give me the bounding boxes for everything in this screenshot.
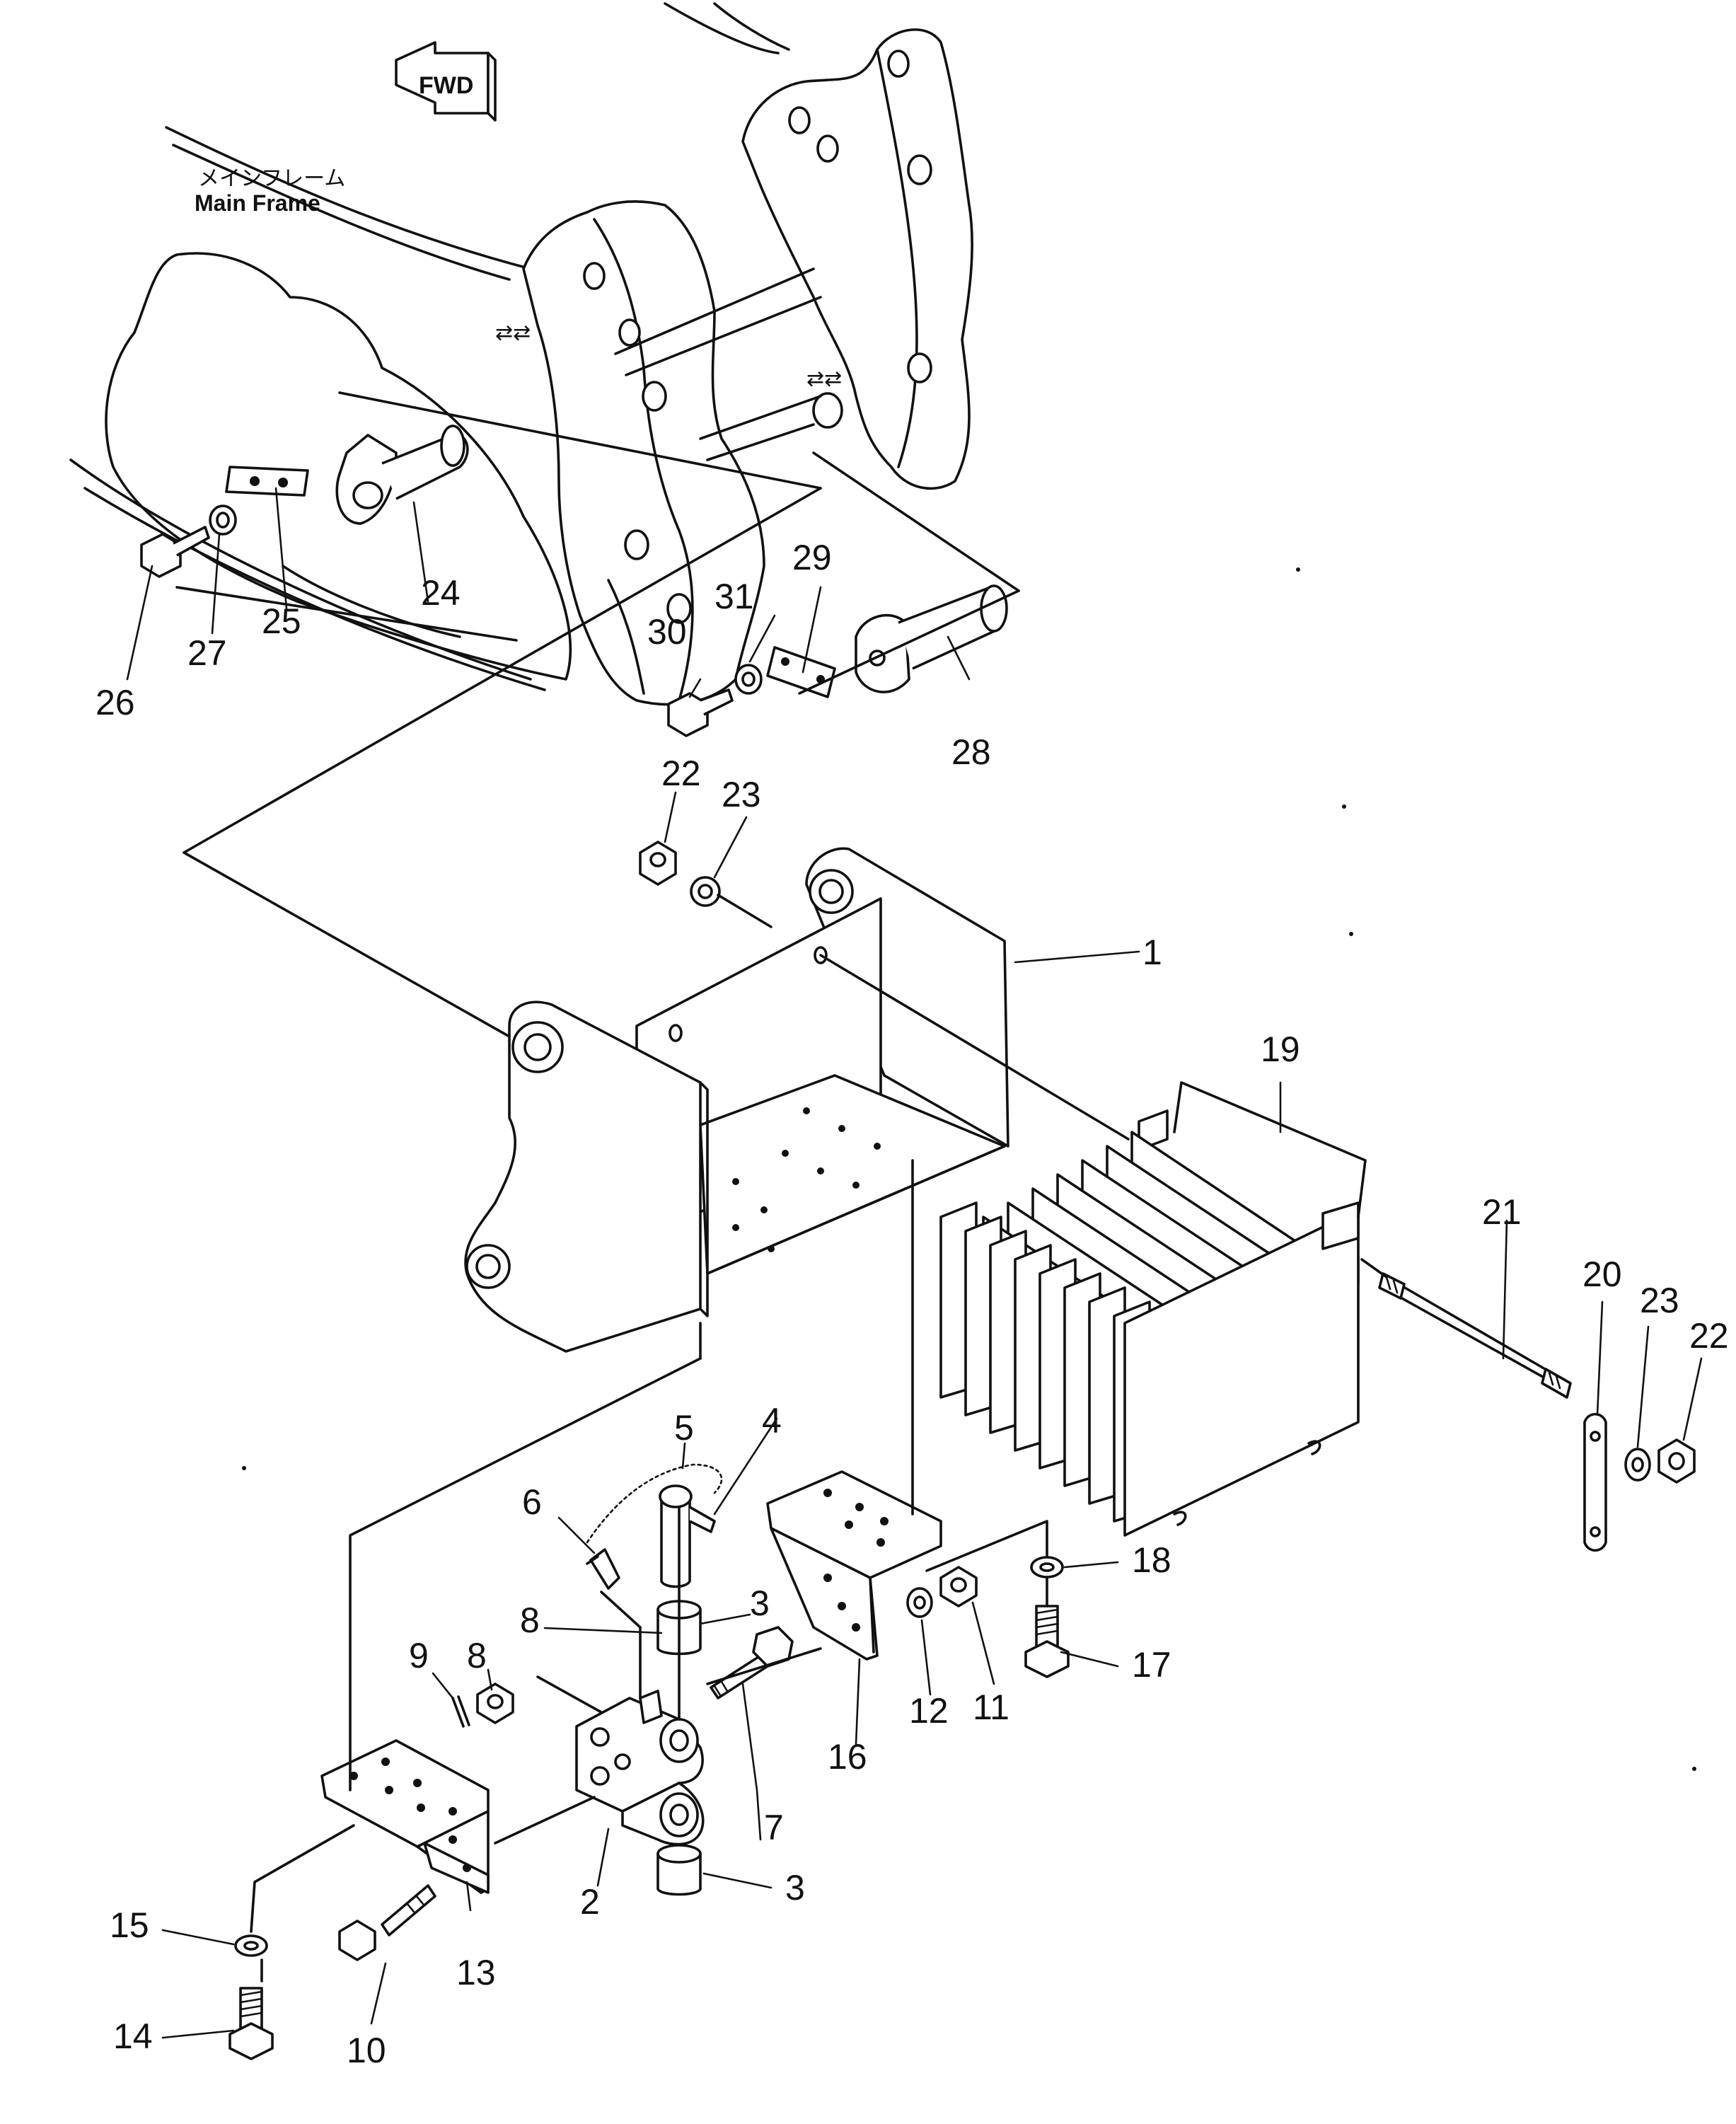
svg-text:⇄⇄: ⇄⇄ xyxy=(806,367,842,391)
assembly-lines xyxy=(126,391,1703,2039)
callout-30: 30 xyxy=(647,612,687,652)
bracket-part-13 xyxy=(320,1739,490,1894)
scan-speckles xyxy=(242,567,1696,1771)
callout-4: 4 xyxy=(762,1401,782,1441)
washer-part-27 xyxy=(209,504,237,536)
pin-part-24 xyxy=(335,425,469,525)
weight-plates-part-19 xyxy=(939,1081,1367,1537)
washer-part-31 xyxy=(734,664,763,695)
callout-26: 26 xyxy=(96,683,135,722)
callout-18: 18 xyxy=(1132,1540,1171,1580)
callout-24: 24 xyxy=(421,573,461,613)
lock-plate-part-25 xyxy=(225,466,309,497)
callout-23b: 23 xyxy=(1640,1281,1679,1320)
callout-13: 13 xyxy=(456,1953,496,1992)
callout-19: 19 xyxy=(1261,1029,1300,1069)
callout-7: 7 xyxy=(764,1808,784,1847)
callout-2: 2 xyxy=(580,1882,600,1922)
callout-11: 11 xyxy=(973,1687,1009,1727)
bolt-part-17 xyxy=(1024,1605,1070,1678)
callout-29: 29 xyxy=(792,538,832,577)
fwd-direction-arrow: FWD xyxy=(395,41,497,122)
callout-5: 5 xyxy=(674,1408,694,1448)
main-frame-label-en: Main Frame xyxy=(195,190,320,216)
svg-text:⇄⇄: ⇄⇄ xyxy=(495,321,531,345)
main-frame-label: メインフレーム Main Frame xyxy=(195,167,345,216)
callout-21: 21 xyxy=(1482,1192,1522,1232)
bracket-part-16 xyxy=(766,1470,942,1661)
washer-part-18 xyxy=(1030,1556,1064,1578)
chain-part-5 xyxy=(586,1463,723,1544)
callout-31: 31 xyxy=(714,577,754,616)
callout-12: 12 xyxy=(909,1691,949,1731)
callout-22b: 22 xyxy=(1689,1316,1729,1356)
cotter-pin-part-9 xyxy=(451,1695,470,1728)
washer-part-23-lower xyxy=(1624,1448,1651,1482)
counterweight-bracket-part-1 xyxy=(464,847,1009,1353)
nut-part-22-lower xyxy=(1657,1438,1696,1484)
callout-28: 28 xyxy=(951,732,991,772)
nut-part-8 xyxy=(476,1683,514,1724)
bolt-part-30 xyxy=(667,688,734,737)
pin-part-28 xyxy=(855,584,1008,693)
bushing-part-3-lower xyxy=(656,1844,702,1896)
callout-15: 15 xyxy=(110,1905,149,1945)
callout-20: 20 xyxy=(1582,1254,1622,1294)
callout-14: 14 xyxy=(113,2016,153,2056)
callout-numbers: 1 19 21 20 23 22 22 23 30 31 29 28 24 25… xyxy=(96,538,1729,2070)
callout-8a: 8 xyxy=(467,1636,487,1675)
callout-22a: 22 xyxy=(661,754,701,793)
callout-3b: 3 xyxy=(785,1868,805,1907)
clip-part-6 xyxy=(586,1548,620,1590)
strap-part-20 xyxy=(1583,1412,1607,1552)
callout-8b: 8 xyxy=(520,1600,540,1640)
hinge-block-part-2 xyxy=(575,1690,705,1846)
nut-part-11 xyxy=(939,1566,978,1608)
callout-10: 10 xyxy=(347,2031,386,2070)
callout-16: 16 xyxy=(828,1737,867,1777)
callout-25: 25 xyxy=(262,601,301,641)
washer-part-15 xyxy=(234,1934,268,1957)
bolt-part-7 xyxy=(710,1626,794,1699)
bolt-part-14 xyxy=(228,1987,274,2060)
lock-plate-part-29 xyxy=(766,646,836,698)
callout-6: 6 xyxy=(522,1482,542,1522)
callout-9: 9 xyxy=(409,1636,429,1675)
bolt-part-10 xyxy=(338,1884,436,1961)
washer-part-23-upper xyxy=(690,876,721,907)
main-frame: ⇄⇄ ⇄⇄ xyxy=(69,2,973,706)
callout-3a: 3 xyxy=(750,1583,770,1623)
tie-rod-part-21 xyxy=(1378,1272,1572,1399)
pin-part-4 xyxy=(659,1484,716,1588)
nut-part-22-upper xyxy=(639,841,677,886)
callout-17: 17 xyxy=(1132,1645,1171,1685)
callout-1: 1 xyxy=(1142,933,1162,972)
main-frame-label-jp: メインフレーム xyxy=(198,167,345,190)
callout-27: 27 xyxy=(187,633,227,673)
washer-part-12 xyxy=(906,1587,933,1618)
callout-23a: 23 xyxy=(722,775,761,814)
fwd-label: FWD xyxy=(419,72,473,99)
